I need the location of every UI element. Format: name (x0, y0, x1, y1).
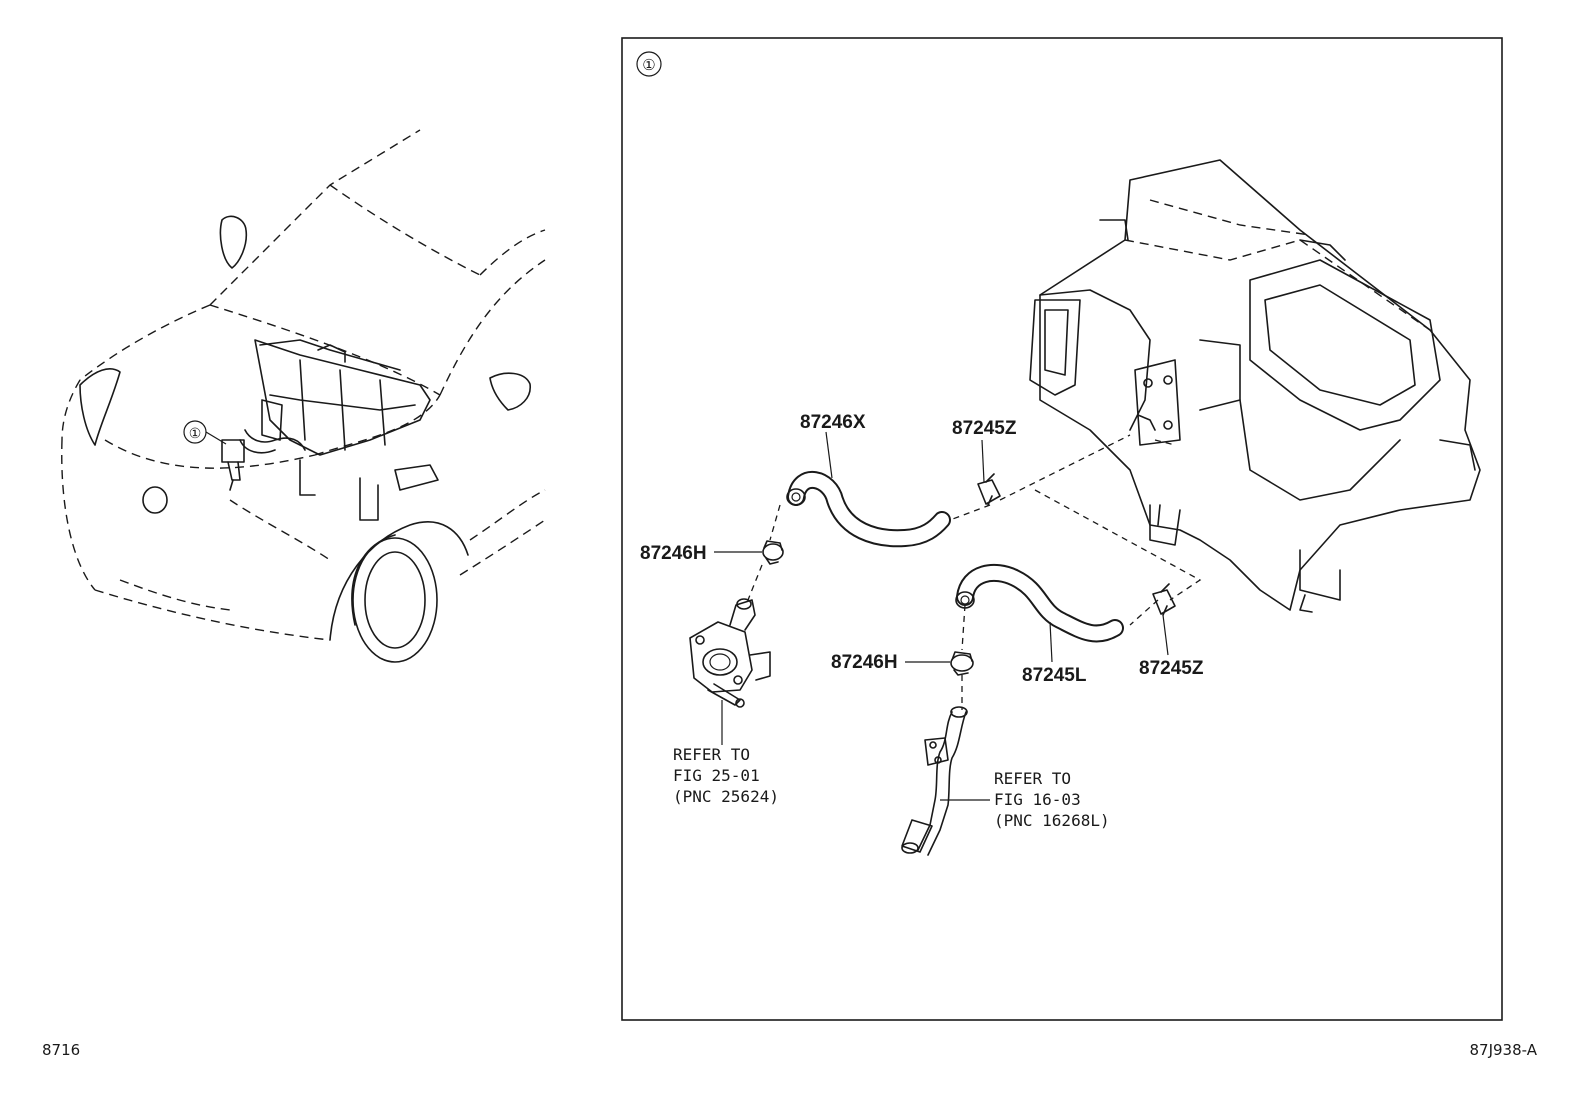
refer-note-left: REFER TO FIG 25-01 (PNC 25624) (673, 745, 779, 806)
hose-illustration (786, 471, 951, 548)
refer-note-right: REFER TO FIG 16-03 (PNC 16268L) (994, 769, 1110, 830)
footer-left-code: 8716 (42, 1041, 80, 1059)
leader-line (825, 431, 833, 479)
leader-line (1034, 489, 1202, 601)
water-valve-illustration (689, 598, 771, 708)
part-label-87245l: 87245L (1022, 665, 1087, 686)
water-pipe-illustration (901, 706, 968, 856)
clamp-illustration (762, 540, 784, 565)
leader-line (1129, 599, 1159, 626)
footer-right-code: 87J938-A (1470, 1041, 1538, 1059)
refer-left-line2: FIG 25-01 (673, 766, 760, 785)
part-label-87246x: 87246X (800, 412, 866, 433)
part-label-87245z-top: 87245Z (952, 418, 1017, 439)
clamp-illustration (950, 651, 974, 676)
part-label-87246h-top: 87246H (640, 543, 707, 564)
overview-callout: ① (189, 426, 202, 442)
car-overview-illustration: ① (61, 129, 546, 663)
leader-line (747, 564, 763, 601)
hose-illustration (955, 563, 1124, 643)
part-label-87245z-bottom: 87245Z (1139, 658, 1204, 679)
refer-left-line1: REFER TO (673, 745, 750, 764)
refer-right-line2: FIG 16-03 (994, 790, 1081, 809)
part-label-87246h-bottom: 87246H (831, 652, 898, 673)
clamp-illustration (977, 473, 1001, 506)
leader-line (999, 434, 1131, 501)
leader-line (769, 504, 781, 541)
clamp-illustration (1152, 583, 1176, 616)
heater-unit-illustration (1029, 159, 1481, 613)
leader-line (1162, 614, 1169, 656)
leader-line (1154, 439, 1176, 446)
detail-panel-frame (621, 37, 1503, 1021)
leader-line (961, 604, 966, 651)
panel-callout: ① (642, 56, 655, 74)
leader-line (949, 504, 991, 521)
circled-one-icon (636, 51, 662, 77)
refer-left-line3: (PNC 25624) (673, 787, 779, 806)
refer-right-line1: REFER TO (994, 769, 1071, 788)
leader-line (981, 439, 985, 483)
leader-line (1049, 621, 1053, 663)
refer-right-line3: (PNC 16268L) (994, 811, 1110, 830)
